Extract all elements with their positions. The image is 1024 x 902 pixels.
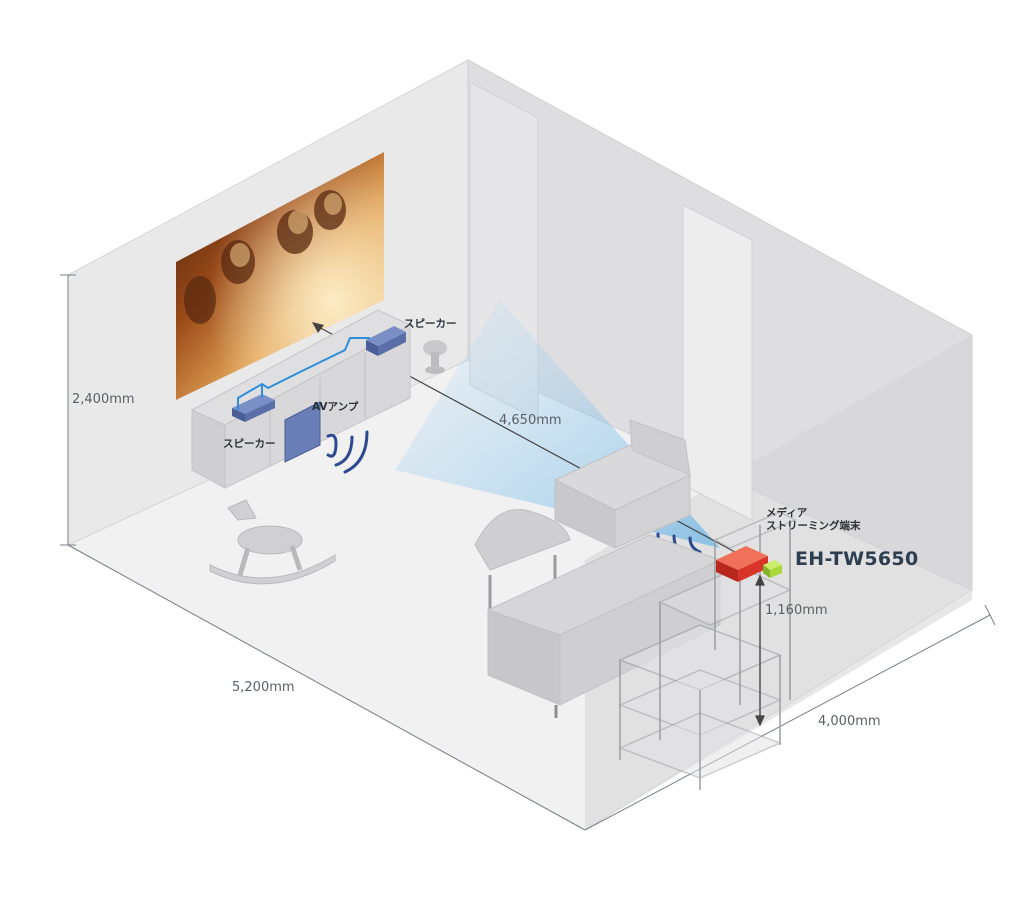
height-dimension-label: 2,400mm (72, 392, 135, 407)
speaker-left-device (232, 394, 275, 414)
av-amp-label: AVアンプ (312, 401, 359, 413)
speaker-right-label: スピーカー (404, 318, 457, 330)
speaker-right-device (366, 326, 406, 346)
length-dimension-label: 5,200mm (232, 680, 295, 695)
dimension-lines (60, 274, 996, 831)
shelf-height-label: 1,160mm (765, 603, 828, 618)
lamp (423, 340, 447, 374)
speaker-cable (237, 337, 370, 410)
rocking-horse (209, 499, 336, 585)
wifi-signal-icon (326, 430, 369, 474)
av-amp (284, 401, 321, 463)
tv-cabinet (190, 309, 412, 489)
projector (716, 546, 768, 582)
side-table (474, 508, 571, 615)
projection-screen (176, 152, 384, 400)
right-window (682, 204, 753, 521)
media-streaming-label-line1: メディア (766, 507, 808, 519)
armchair (553, 419, 692, 549)
throw-distance-label: 4,650mm (499, 413, 562, 428)
media-streaming-label-line2: ストリーミング端末 (766, 520, 861, 532)
projector-model-label: EH-TW5650 (795, 548, 919, 570)
streaming-device (763, 560, 782, 578)
arrow-icon (312, 322, 324, 333)
speaker-left-label: スピーカー (223, 438, 276, 450)
width-dimension-label: 4,000mm (818, 714, 881, 729)
shelf-height-line (755, 574, 765, 727)
